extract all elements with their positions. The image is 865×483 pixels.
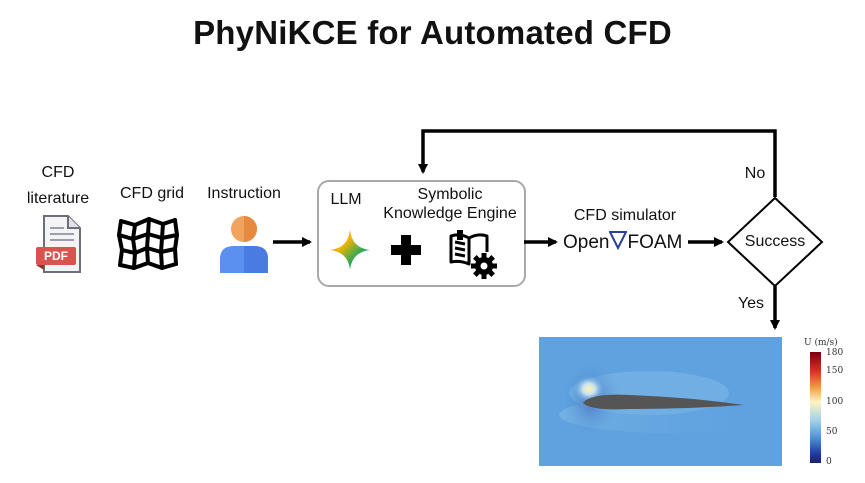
no-label: No <box>744 165 766 182</box>
mesh-grid-icon <box>117 215 179 278</box>
llm-label: LLM <box>330 191 362 208</box>
instruction-label: Instruction <box>207 185 281 202</box>
user-icon <box>218 213 270 280</box>
literature-label: CFD literature <box>22 162 94 209</box>
pdf-icon: PDF <box>34 214 88 276</box>
ske-label-line1: Symbolic <box>417 186 483 203</box>
openfoam-brand-right: FOAM <box>627 232 683 253</box>
arrow-no-loop <box>418 129 777 197</box>
diagram-title: PhyNiKCE for Automated CFD <box>193 14 672 51</box>
openfoam-brand-left: Open <box>563 232 610 253</box>
yes-label: Yes <box>737 295 765 312</box>
pdf-tag: PDF <box>44 249 68 263</box>
llm-sparkle-icon <box>328 228 372 277</box>
colorbar-tick-180: 180 <box>826 348 844 358</box>
stagnation-region <box>573 375 605 403</box>
openfoam-logo: Open FOAM <box>563 230 682 256</box>
ske-label: Symbolic Knowledge Engine <box>375 185 525 223</box>
velocity-field-plot <box>539 337 782 466</box>
colorbar-title: U (m/s) <box>804 338 838 348</box>
literature-label-line2: literature <box>26 190 90 207</box>
colorbar-tick-100: 100 <box>826 397 844 407</box>
knowledge-engine-icon <box>447 230 501 285</box>
cfd-grid-label: CFD grid <box>119 185 184 202</box>
colorbar-tick-150: 150 <box>826 366 844 376</box>
ske-label-line2: Knowledge Engine <box>383 205 517 222</box>
literature-label-line1: CFD <box>41 164 75 181</box>
plus-icon <box>389 233 423 272</box>
colorbar-tick-0: 0 <box>826 457 832 467</box>
colorbar-tick-50: 50 <box>826 427 838 437</box>
success-label: Success <box>744 233 806 250</box>
decision-diamond <box>726 196 824 288</box>
colorbar <box>810 352 821 463</box>
cfd-simulator-label: CFD simulator <box>573 207 677 224</box>
airfoil-shape <box>583 394 744 410</box>
openfoam-triangle-icon <box>608 230 629 256</box>
